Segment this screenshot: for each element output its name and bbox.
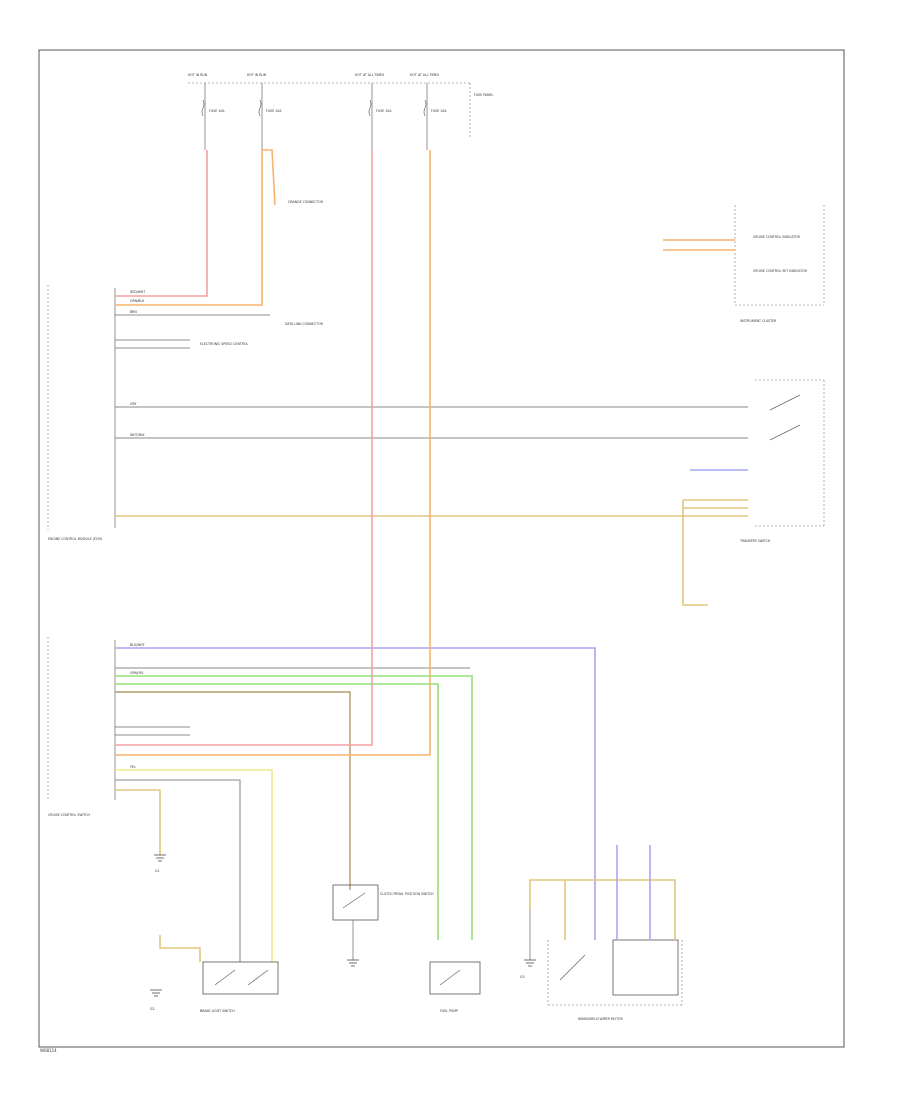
clutch-switch-label: CLUTCH PEDAL POSITION SWITCH <box>380 892 434 896</box>
wire-label-7: WHT/BLK <box>130 433 146 437</box>
instrument-cluster-label: INSTRUMENT CLUSTER <box>740 319 777 323</box>
wire-lower-tan <box>115 789 161 855</box>
cluster-item-2: CRUISE CONTROL SET INDICATOR <box>753 269 808 273</box>
wire-label-3: BRN <box>130 310 137 314</box>
fuse-2: HOT IN RUN FUSE 10A <box>247 73 282 150</box>
wire-long-3-down <box>682 500 708 606</box>
brake-switch-label: BRAKE LIGHT SWITCH <box>200 1009 235 1013</box>
ground-brake: G2 <box>150 989 162 1011</box>
callout-orange-connector: ORANGE CONNECTOR <box>288 200 324 204</box>
cluster-item-1: CRUISE CONTROL INDICATOR <box>753 235 801 239</box>
ground-left-label: G1 <box>155 869 160 873</box>
fuse-1-top-label: HOT IN RUN <box>188 73 208 77</box>
fuse-1-rating: FUSE 10A <box>209 109 225 113</box>
wire-lower-orange <box>115 150 431 756</box>
fuse-block: FUSE PANEL HOT IN RUN FUSE 10A HOT IN RU… <box>188 73 494 150</box>
fuse-3: HOT AT ALL TIMES FUSE 10A <box>355 73 392 150</box>
wire-label-2: ORN/BLK <box>130 299 145 303</box>
wire-lower-green2 <box>115 683 439 940</box>
fuse-3-top-label: HOT AT ALL TIMES <box>355 73 384 77</box>
cruise-switch-label: CRUISE CONTROL SWITCH <box>48 813 90 817</box>
callout-esc: ELECTRONIC SPEED CONTROL <box>200 342 248 346</box>
wire-lower-green1 <box>115 675 473 940</box>
wiper-motor: WINDSHIELD WIPER MOTOR <box>529 845 683 1021</box>
ground-brake-label: G2 <box>150 1007 155 1011</box>
wire-fuse2-branch <box>262 149 276 206</box>
wire-label-6: GRY <box>130 402 136 406</box>
ground-left: G1 <box>154 854 166 873</box>
brake-light-switch: BRAKE LIGHT SWITCH <box>159 935 279 1013</box>
callout-data-link: DATA LINK CONNECTOR <box>285 322 324 326</box>
fuel-pump-label: FUEL PUMP <box>440 1009 458 1013</box>
transfer-switch: TRANSFER SWITCH <box>683 379 825 543</box>
ecm-upper: ENGINE CONTROL MODULE (ECM) <box>47 285 116 541</box>
wire-fuse2-ecm <box>115 150 263 306</box>
ground-right-label: G3 <box>520 975 525 979</box>
transfer-switch-label: TRANSFER SWITCH <box>739 539 771 543</box>
wire-lower-gray2 <box>115 779 241 962</box>
wire-label-5: BLU/WHT <box>130 643 145 647</box>
wire-lower-blue <box>115 647 596 940</box>
figure-id: W08114 <box>40 1048 57 1053</box>
fuse-4: HOT AT ALL TIMES FUSE 10A <box>410 73 447 150</box>
fuse-1: HOT IN RUN FUSE 10A <box>188 73 225 150</box>
wire-label-4: GRN/YEL <box>130 671 144 675</box>
fuse-4-rating: FUSE 10A <box>431 109 447 113</box>
wire-lower-yellow <box>115 769 273 962</box>
clutch-switch: CLUTCH PEDAL POSITION SWITCH <box>332 884 434 967</box>
instrument-cluster: CRUISE CONTROL INDICATOR CRUISE CONTROL … <box>663 205 825 323</box>
diagram-frame <box>38 49 845 1048</box>
ecm-label: ENGINE CONTROL MODULE (ECM) <box>48 537 102 541</box>
wire-label-8: YEL <box>130 765 136 769</box>
fuse-2-rating: FUSE 10A <box>266 109 282 113</box>
fuse-3-rating: FUSE 10A <box>376 109 392 113</box>
fuse-block-label: FUSE PANEL <box>474 93 494 97</box>
wire-lower-pink <box>115 150 373 746</box>
wire-label-1: RED/WHT <box>130 290 145 294</box>
fuel-pump: FUEL PUMP <box>429 961 481 1013</box>
wiper-motor-label: WINDSHIELD WIPER MOTOR <box>578 1017 624 1021</box>
wire-fuse1-ecm <box>115 150 208 297</box>
wire-lower-brown <box>115 691 351 890</box>
ground-right: G3 <box>520 910 536 979</box>
fuse-4-top-label: HOT AT ALL TIMES <box>410 73 439 77</box>
fuse-2-top-label: HOT IN RUN <box>247 73 267 77</box>
ecm-lower: CRUISE CONTROL SWITCH <box>47 637 116 817</box>
